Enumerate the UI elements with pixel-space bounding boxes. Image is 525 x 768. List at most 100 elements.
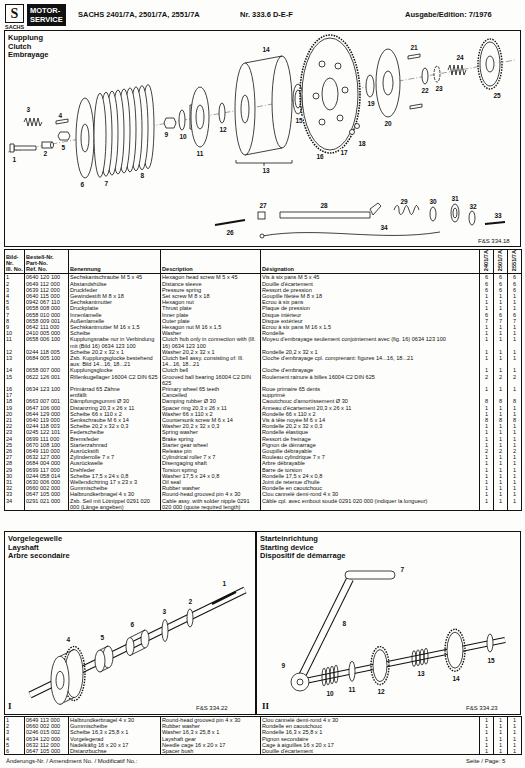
quantity: 2 xyxy=(509,374,520,380)
figure-number: 26 xyxy=(6,448,23,454)
figure-number: 2 xyxy=(6,281,23,287)
primary-wheel xyxy=(342,87,348,93)
table-cell: 1 xyxy=(508,460,522,466)
parts-row: 60647 105 000DistanzbuchseSpacer bushDou… xyxy=(5,748,522,755)
french-name: Douille d'écartement xyxy=(262,748,478,754)
table-cell: 1 xyxy=(480,460,494,466)
table-cell: 3 xyxy=(5,287,25,293)
table-cell: 1 xyxy=(480,736,494,742)
french-name: Cloche d'embrayage xyxy=(262,367,478,373)
table-cell: 1 xyxy=(494,479,508,485)
table-cell: 6 xyxy=(508,281,522,287)
table-cell: 18 xyxy=(5,398,25,404)
part-number: 0658 010 000 xyxy=(26,312,67,318)
english-name: Cylindrical roller 7 x 7 xyxy=(162,454,259,460)
spacer-bush xyxy=(141,630,149,648)
quantity: 1 xyxy=(481,405,492,411)
table-cell: Kupplungsnabe nur in Verbindung mit (Bil… xyxy=(69,336,161,348)
quantity: 1 xyxy=(495,405,506,411)
table-cell: Außenlamelle xyxy=(69,318,161,324)
quantity: 1 xyxy=(495,423,506,429)
part-number: 0634 123 100 xyxy=(26,386,67,392)
quantity: 1 xyxy=(509,411,520,417)
table-cell: 1 xyxy=(480,491,494,497)
table-cell: Release pin xyxy=(161,448,261,454)
table-cell: Sechskantschraube M 5 x 45 xyxy=(69,274,161,281)
coil-spring xyxy=(322,665,338,686)
german-name: Senkschraube M 6 x 14 xyxy=(70,417,159,423)
table-cell: Drehfeder xyxy=(69,467,161,473)
parts-row: 320660 002 000GummischeibeRubber washerR… xyxy=(5,485,522,491)
coil-spring xyxy=(326,667,330,685)
english-name: Primary wheel 65 teeth xyxy=(162,386,259,392)
figure-number: 1 xyxy=(6,274,23,280)
table-cell: 0658 010 000 xyxy=(25,312,69,318)
table-cell: 1 xyxy=(480,723,494,729)
english-name: Hexagon nut xyxy=(162,299,259,305)
table-cell: 1 xyxy=(494,293,508,299)
table-cell: Zsb. Seil mit Lötnippel 0291 020 000 (Lä… xyxy=(69,498,161,511)
german-name: Außenlamelle xyxy=(70,318,159,324)
figure-number: 4 xyxy=(6,736,23,742)
quantity: 1 xyxy=(495,305,506,311)
english-name: Washer 20,2 x 32 x 1 xyxy=(162,349,259,355)
part-number: 0699 117 000 xyxy=(26,467,67,473)
table-cell: 6 xyxy=(508,287,522,293)
table-cell: Scheibe 20,2 x 32 x 0,3 xyxy=(69,423,161,429)
table-cell: 1 xyxy=(480,336,494,348)
table-cell: 0640 120 100 xyxy=(25,274,69,281)
english-name: Layshaft gear xyxy=(162,736,259,742)
table-cell: 24 xyxy=(5,436,25,442)
german-name: Nadelkäfig 16 x 20 x 17 xyxy=(70,742,159,748)
table-cell: Clou cannelé demi-rond 4 x 30 xyxy=(261,491,480,497)
gear xyxy=(373,650,387,682)
quantity: 1 xyxy=(481,498,492,504)
figure-number: 6 xyxy=(6,305,23,311)
quantity: 1 xyxy=(495,299,506,305)
table-cell: 0684 005 100 xyxy=(25,355,69,367)
english-name: Grooved ball bearing 16004 C2 DIN 625 xyxy=(162,374,259,386)
quantity: 1 xyxy=(481,429,492,435)
table-cell: 1 xyxy=(480,717,494,724)
parts-row: 102410 005 000ScheibeWasherRondelle111 xyxy=(5,330,522,336)
view-number: I xyxy=(8,701,12,711)
table-cell: 1 xyxy=(508,305,522,311)
quantity: 1 xyxy=(509,729,520,735)
parts-row: 40640 115 000Gewindestift M 8 x 18Set sc… xyxy=(5,293,522,299)
part-number: 0658 006 100 xyxy=(26,336,67,342)
quantity: 1 xyxy=(495,293,506,299)
quantity: 6 xyxy=(509,312,520,318)
callout-number: 13 xyxy=(262,167,270,174)
german-name: Scheibe 17,5 x 24 x 0,8 xyxy=(70,473,159,479)
table-body: Bild-Nr.Ill. No.Bestell-Nr.Part-No.Réf. … xyxy=(5,250,522,511)
table-cell: Grooved ball bearing 16004 C2 DIN 625 xyxy=(161,374,261,386)
quantity: 1 xyxy=(495,330,506,336)
hexagon-nut xyxy=(164,118,176,128)
english-name: Cable assy. with solder nipple 0291 020 … xyxy=(162,498,259,510)
primary-wheel xyxy=(313,93,319,99)
clutch-hub xyxy=(196,105,204,129)
quantity: 1 xyxy=(509,336,520,342)
german-name: Vorgelegerad xyxy=(70,736,159,742)
table-cell: 1 xyxy=(508,498,522,511)
table-cell: 1 xyxy=(508,479,522,485)
cylindrical-roller xyxy=(258,212,265,219)
table-cell: Round-head grooved pin 4 x 30 xyxy=(161,491,261,497)
quantity: 2 xyxy=(481,448,492,454)
table-cell: Câble cpl. avec embout soudé 0291 020 00… xyxy=(261,498,480,511)
table-cell: Primary wheel 65 teeth xyxy=(161,386,261,392)
clutch-plates xyxy=(94,85,154,178)
quantity: 1 xyxy=(481,467,492,473)
table-cell: Pignon secondaire xyxy=(261,736,480,742)
table-cell: 1 xyxy=(494,454,508,460)
table-cell: 1 xyxy=(494,423,508,429)
table-cell: 15 xyxy=(5,374,25,386)
french-name: Goupille filetée M 8 x 18 xyxy=(262,293,478,299)
figure-number: 12 xyxy=(6,349,23,355)
figure-number: 24 xyxy=(6,436,23,442)
french-name: Roue primaire 65 dents xyxy=(262,386,478,392)
parts-row: 50942 067 110SechskantmutterHexagon nutE… xyxy=(5,299,522,305)
parts-row: 10640 120 100Sechskantschraube M 5 x 45H… xyxy=(5,274,522,281)
table-cell: Halbrundkerbnagel 4 x 30 xyxy=(69,717,161,724)
table-cell: 8 xyxy=(508,398,522,404)
